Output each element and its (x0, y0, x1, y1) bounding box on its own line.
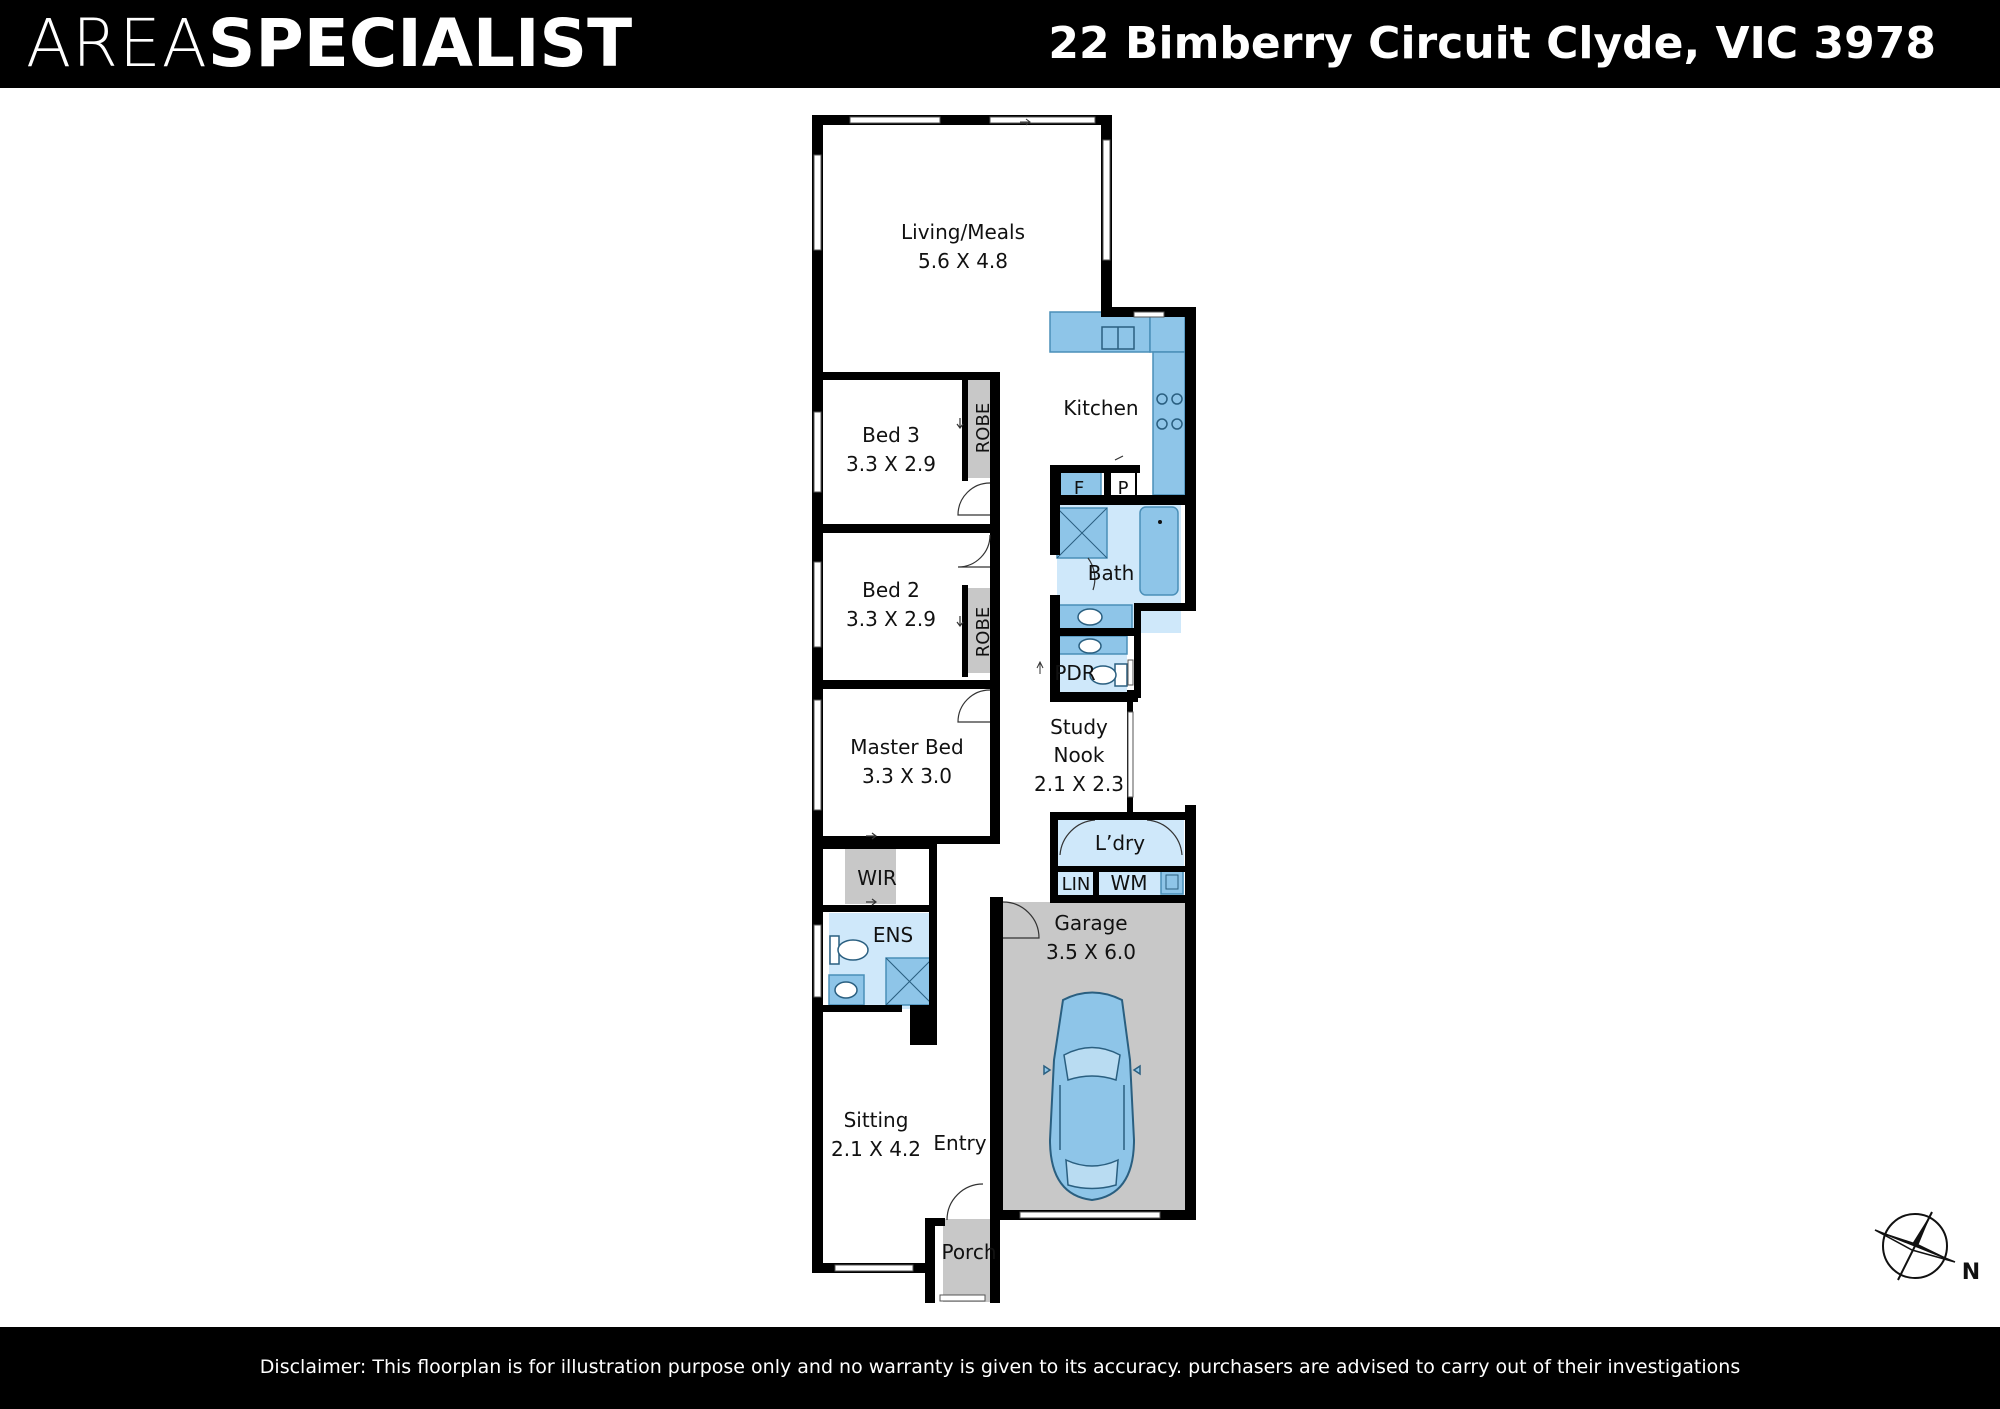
wall-west (812, 115, 823, 1273)
study-label-2: Nook (1053, 743, 1104, 767)
wir-fill (845, 849, 896, 904)
kitchen-label: Kitchen (1063, 396, 1138, 420)
garage-size: 3.5 X 6.0 (1046, 940, 1136, 964)
cooktop-icon (1156, 393, 1183, 430)
robe1-label: ROBE (973, 403, 994, 453)
study-size: 2.1 X 2.3 (1034, 772, 1124, 796)
lin-label: LIN (1062, 874, 1091, 895)
living-label: Living/Meals (901, 220, 1025, 244)
pdr-label: PDR (1054, 661, 1095, 685)
brand-light: AREA (26, 5, 208, 82)
bathtub-icon (1139, 506, 1179, 596)
pantry-label: P (1118, 478, 1129, 499)
bed2-label: Bed 2 (862, 578, 920, 602)
ens-basin-icon (834, 981, 858, 999)
laundry-tub-icon (1160, 869, 1184, 895)
study-label-1: Study (1050, 715, 1108, 739)
ens-toilet-icon (837, 939, 869, 961)
compass-north-label: N (1962, 1260, 1980, 1285)
kitchen-bench-corner (1149, 311, 1186, 353)
garage-label: Garage (1054, 911, 1127, 935)
robe2-label: ROBE (973, 607, 994, 657)
toilet-icon (1089, 665, 1117, 685)
disclaimer-text: Disclaimer: This floorplan is for illust… (259, 1356, 1741, 1378)
wir-label: WIR (857, 866, 897, 890)
brand-logo: AREASPECIALIST (26, 6, 632, 82)
bed2-size: 3.3 X 2.9 (846, 607, 936, 631)
bath-label: Bath (1088, 561, 1135, 585)
kitchen-fixtures (1049, 311, 1186, 502)
kitchen-bench-top (1049, 311, 1151, 353)
basin-icon (1077, 608, 1103, 626)
windows (813, 116, 1165, 1302)
toilet-cistern (1114, 663, 1128, 687)
footer-bar: Disclaimer: This floorplan is for illust… (0, 1327, 2000, 1409)
ens-label: ENS (873, 923, 913, 947)
door-swings (866, 418, 1124, 1221)
car-icon (1043, 991, 1141, 1202)
porch-label: Porch (941, 1240, 996, 1264)
master-label: Master Bed (850, 735, 963, 759)
walls (812, 115, 1196, 1303)
living-size: 5.6 X 4.8 (918, 249, 1008, 273)
room-labels: Living/Meals 5.6 X 4.8 Kitchen Bed 3 3.3… (831, 220, 1148, 1264)
laundry-label: L’dry (1095, 831, 1145, 855)
sitting-size: 2.1 X 4.2 (831, 1137, 921, 1161)
wall-north (812, 115, 1112, 125)
porch-fill (943, 1219, 999, 1302)
master-size: 3.3 X 3.0 (862, 764, 952, 788)
bath-door-swing (1087, 557, 1096, 591)
pdr-fixtures (1036, 635, 1128, 687)
bed3-size: 3.3 X 2.9 (846, 452, 936, 476)
wm-label: WM (1110, 871, 1147, 895)
header-bar: AREASPECIALIST 22 Bimberry Circuit Clyde… (0, 0, 2000, 88)
sitting-label: Sitting (844, 1108, 909, 1132)
fridge-label: F (1074, 478, 1084, 499)
brand-bold: SPECIALIST (207, 5, 633, 82)
pdr-basin-icon (1078, 638, 1102, 654)
kitchen-bench-side (1152, 351, 1186, 496)
compass-icon: N (1874, 1211, 1980, 1285)
entry-label: Entry (933, 1131, 986, 1155)
property-address: 22 Bimberry Circuit Clyde, VIC 3978 (1048, 18, 1936, 69)
bed3-label: Bed 3 (862, 423, 920, 447)
